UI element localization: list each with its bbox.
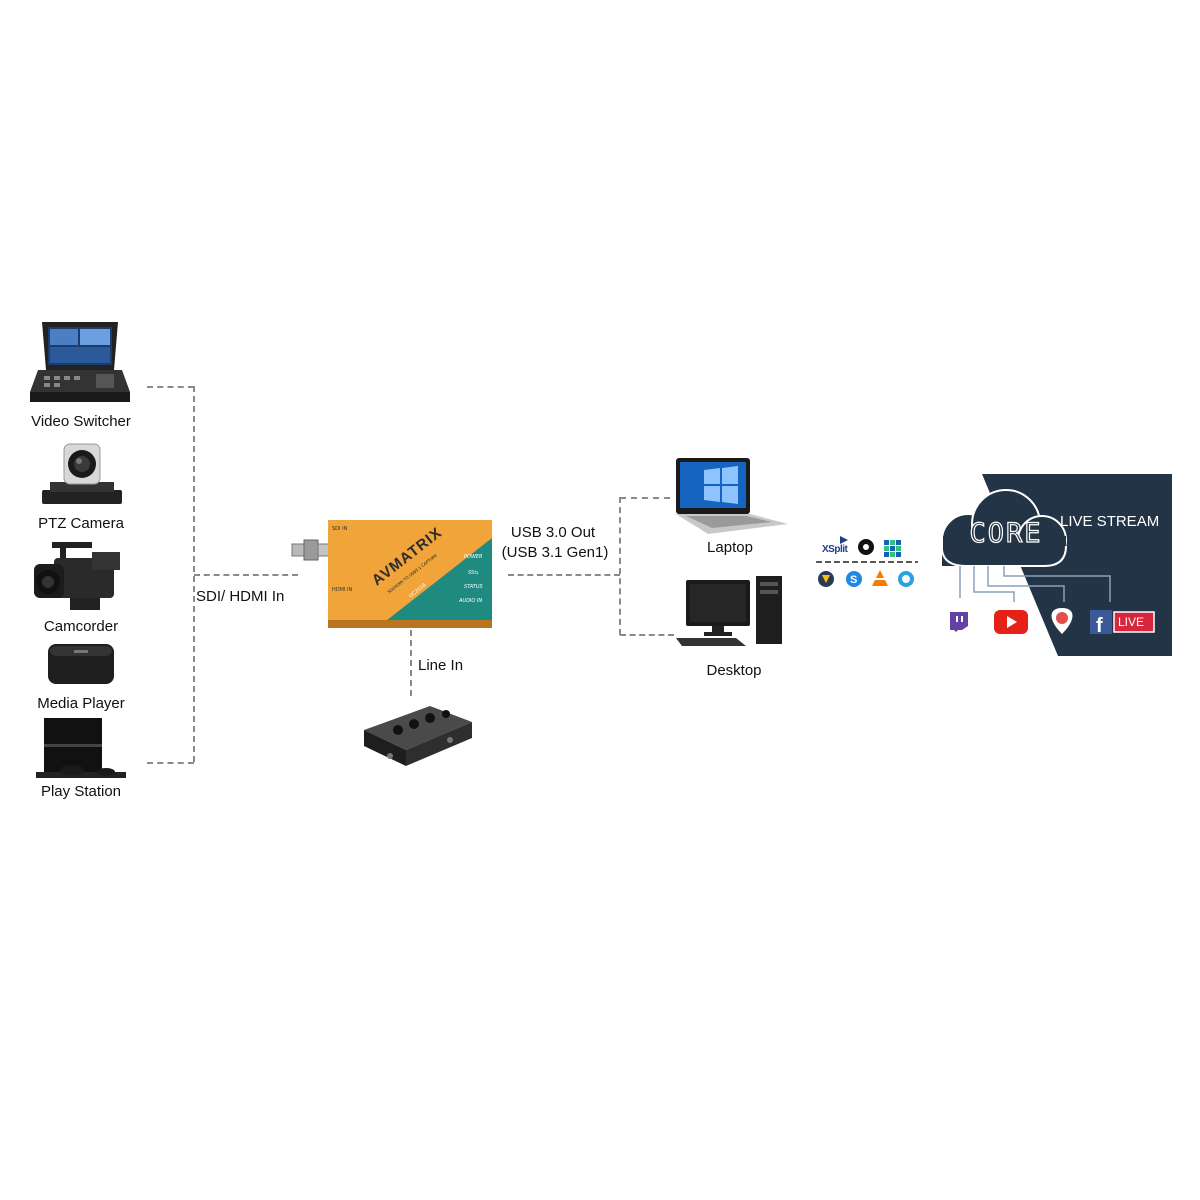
audio-mixer-device — [360, 700, 476, 770]
laptop-device — [672, 458, 790, 534]
line-in-label: Line In — [418, 657, 464, 674]
live-stream-panel: f CORE LIVE STREAM LIVE — [930, 474, 1172, 656]
facebook-live-text: LIVE — [1118, 615, 1145, 629]
wirecast-icon — [884, 540, 901, 557]
port-hdmi-label: HDMI IN — [332, 587, 353, 593]
led-audio-label: AUDIO IN — [459, 598, 483, 604]
xsplit-icon: XSplit — [822, 538, 852, 558]
software-group: XSplit S — [814, 534, 924, 594]
twitch-icon — [948, 610, 970, 634]
video-switcher-icon — [30, 322, 130, 402]
xsplit-label: XSplit — [822, 544, 848, 555]
cloud-text: CORE — [969, 517, 1043, 549]
video-switcher-label: Video Switcher — [31, 413, 131, 430]
connector-computer-bus — [619, 497, 621, 635]
usb-out-label-2: (USB 3.1 Gen1) — [501, 544, 609, 561]
ptz-camera-icon — [42, 443, 122, 504]
media-player-icon — [48, 644, 114, 684]
desktop-label: Desktop — [706, 662, 762, 679]
led-status-label: STATUS — [464, 584, 483, 590]
ptz-camera-label: PTZ Camera — [38, 515, 124, 532]
cloud-icon — [941, 489, 1067, 567]
live-stream-title: LIVE STREAM — [1060, 513, 1160, 530]
play-station-label: Play Station — [40, 783, 122, 800]
software-icons-graphic: S — [816, 536, 918, 587]
live-stream-graphic: f — [941, 474, 1172, 656]
port-sdi-label: SDI IN — [332, 526, 348, 532]
skype-icon — [846, 571, 862, 587]
connector-usb-out — [508, 574, 620, 576]
laptop-label: Laptop — [707, 539, 753, 556]
periscope-icon — [1051, 608, 1073, 634]
audio-mixer-icon — [364, 706, 472, 766]
laptop-icon — [676, 458, 788, 534]
desktop-device — [676, 576, 786, 648]
input-label: SDI/ HDMI In — [196, 588, 285, 605]
svg-text:S: S — [850, 574, 857, 586]
connector-play-station — [147, 762, 194, 764]
video-switcher-device — [30, 322, 130, 412]
capture-device-graphic — [291, 520, 492, 628]
connector-to-device — [194, 574, 298, 576]
connector-video-switcher — [147, 386, 194, 388]
connector-line-in — [410, 630, 412, 696]
camcorder-device — [34, 538, 124, 614]
connector-desktop — [620, 634, 674, 636]
media-player-device — [46, 640, 116, 690]
play-station-icon — [36, 718, 126, 778]
media-player-label: Media Player — [37, 695, 125, 712]
ptz-camera-device — [42, 440, 122, 506]
desktop-icon — [676, 576, 782, 646]
play-station-device — [36, 718, 126, 780]
led-usb-label: SS⇆ — [468, 570, 479, 576]
facebook-live-icon: f — [1090, 610, 1155, 637]
camcorder-label: Camcorder — [43, 618, 119, 635]
youtube-icon — [994, 610, 1028, 634]
capture-device: SDI IN HDMI IN AVMATRIX SDI/HDMI TO USB3… — [291, 520, 492, 628]
connector-laptop — [620, 497, 670, 499]
led-power-label: POWER — [464, 554, 483, 560]
svg-text:f: f — [1096, 615, 1103, 637]
camcorder-icon — [34, 542, 120, 610]
usb-out-label-1: USB 3.0 Out — [510, 524, 596, 541]
